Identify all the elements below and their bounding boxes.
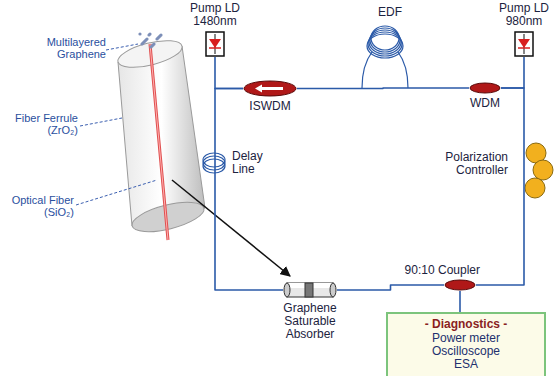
inset-label: Optical Fiber (SiO₂) (6, 194, 74, 218)
component-label: Polarization Controller (424, 151, 508, 177)
fiber-connector (459, 291, 461, 312)
output-coupler-symbol (444, 279, 476, 291)
node-label: Graphene Saturable Absorber (264, 302, 356, 341)
iswdm-coupler: ISWDM (240, 80, 300, 113)
inset-label: Fiber Ferrule (ZrO₂) (6, 112, 78, 136)
iswdm-coupler-symbol (243, 80, 297, 97)
node-label: ISWDM (240, 100, 300, 113)
pump-laser-diode-symbol (205, 31, 225, 57)
fiber-connector (337, 285, 444, 290)
node-label: 90:10 Coupler (394, 264, 480, 277)
inset-label: Multilayered Graphene (36, 36, 106, 60)
output-coupler: 90:10 Coupler (394, 264, 480, 291)
graphene-layer (138, 32, 162, 48)
component-label: Delay Line (232, 150, 272, 176)
saturable-absorber-symbol (283, 281, 337, 299)
node-body: Power meter Oscilloscope ESA (421, 332, 511, 371)
fiber-connector (215, 89, 283, 291)
wdm-coupler-symbol (469, 82, 501, 94)
delay-line-coil (203, 153, 225, 173)
diagnostics-box: - Diagnostics -Power meter Oscilloscope … (386, 312, 546, 376)
node-label: Pump LD 1480nm (184, 2, 246, 28)
fiber-connector (501, 57, 524, 88)
pump-laser-diode-symbol (514, 31, 534, 57)
fiber-ferrule (115, 35, 206, 240)
inset-arrow (172, 180, 290, 276)
fiber-connector (476, 88, 524, 285)
edf-coil (362, 26, 408, 88)
fiber-connector (215, 57, 243, 89)
fiber-label: EDF (370, 6, 410, 19)
polarization-controller (525, 143, 553, 198)
node-label: Pump LD 980nm (496, 2, 552, 28)
node-label: WDM (461, 97, 509, 110)
wdm-coupler: WDM (461, 82, 509, 110)
fiber-connector (297, 87, 469, 89)
node-label: - Diagnostics - (394, 318, 538, 331)
leader-line (76, 44, 157, 205)
saturable-absorber: Graphene Saturable Absorber (264, 281, 356, 341)
pump-laser-diode: Pump LD 1480nm (184, 2, 246, 57)
pump-laser-diode: Pump LD 980nm (496, 2, 552, 57)
